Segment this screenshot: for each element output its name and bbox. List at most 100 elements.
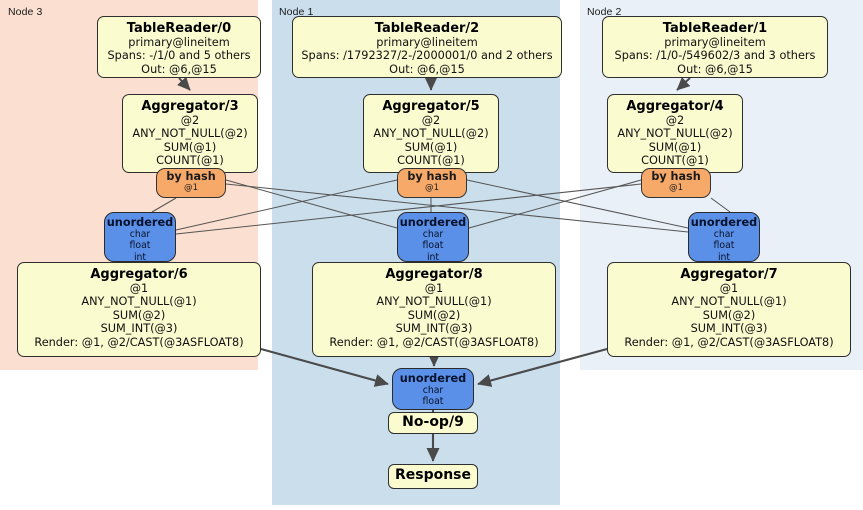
edge-aggregator7-unorderedfinal <box>477 347 608 387</box>
processor-line: Out: @6,@15 <box>141 62 217 76</box>
processor-line: @2 <box>180 114 200 127</box>
processor-line: SUM(@1) <box>404 140 458 154</box>
processor-line: @1 <box>424 282 444 295</box>
processor-line: Out: @6,@15 <box>389 62 465 76</box>
processor-aggregator-6[interactable]: Aggregator/6 @1 ANY_NOT_NULL(@1) SUM(@2)… <box>17 262 261 357</box>
node-panel-label-node1: Node 1 <box>279 6 314 18</box>
processor-line: primary@lineitem <box>664 36 766 49</box>
stream-type: int <box>133 251 147 263</box>
processor-render-line: Render: @1, @2/CAST(@3ASFLOAT8) <box>34 335 244 349</box>
hash-router-column: @1 <box>183 183 199 193</box>
processor-line: SUM(@1) <box>648 140 702 154</box>
processor-aggregator-3[interactable]: Aggregator/3 @2 ANY_NOT_NULL(@2) SUM(@1)… <box>122 94 258 173</box>
processor-line: primary@lineitem <box>128 36 230 49</box>
processor-aggregator-4[interactable]: Aggregator/4 @2 ANY_NOT_NULL(@2) SUM(@1)… <box>607 94 743 173</box>
hash-router-center[interactable]: by hash @1 <box>397 168 467 198</box>
stream-type: int <box>717 251 731 263</box>
processor-aggregator-8[interactable]: Aggregator/8 @1 ANY_NOT_NULL(@1) SUM(@2)… <box>312 262 556 357</box>
hash-router-column: @1 <box>668 183 684 193</box>
stream-type: char <box>422 385 444 396</box>
processor-line: ANY_NOT_NULL(@2) <box>373 127 489 141</box>
processor-line: SUM_INT(@3) <box>690 322 768 336</box>
node-panel-label-node2: Node 2 <box>587 6 622 18</box>
processor-line: Spans: /1792327/2-/2000001/0 and 2 other… <box>301 49 553 63</box>
processor-line: ANY_NOT_NULL(@1) <box>671 295 787 309</box>
processor-title: Aggregator/5 <box>382 99 480 114</box>
processor-title: TableReader/0 <box>126 21 232 36</box>
hash-router-title: by hash <box>651 170 701 183</box>
edge-hashright-unorderedleft <box>175 183 642 235</box>
processor-response[interactable]: Response <box>388 464 478 489</box>
stream-type: float <box>129 240 151 252</box>
processor-line: ANY_NOT_NULL(@1) <box>376 295 492 309</box>
processor-line: ANY_NOT_NULL(@2) <box>617 127 733 141</box>
processor-line: @1 <box>129 282 149 295</box>
processor-line: SUM(@1) <box>163 140 217 154</box>
processor-tablereader-1[interactable]: TableReader/1 primary@lineitem Spans: /1… <box>602 16 828 78</box>
processor-tablereader-0[interactable]: TableReader/0 primary@lineitem Spans: -/… <box>97 16 261 78</box>
edge-tablereader0-aggregator3 <box>177 76 191 91</box>
processor-title: Aggregator/6 <box>90 267 188 282</box>
processor-line: COUNT(@1) <box>156 154 224 168</box>
processor-title: Response <box>394 467 472 483</box>
processor-line: SUM_INT(@3) <box>395 322 473 336</box>
processor-aggregator-5[interactable]: Aggregator/5 @2 ANY_NOT_NULL(@2) SUM(@1)… <box>363 94 499 173</box>
hash-router-title: by hash <box>407 170 457 183</box>
processor-title: Aggregator/4 <box>626 99 724 114</box>
processor-line: Out: @6,@15 <box>677 62 753 76</box>
edge-tablereader1-aggregator4 <box>676 77 691 91</box>
processor-line: COUNT(@1) <box>641 154 709 168</box>
edge-hashleft-unorderedcenter <box>225 179 398 229</box>
processor-line: SUM(@2) <box>702 308 756 322</box>
edge-hashright-unorderedright <box>710 197 731 213</box>
processor-line: SUM(@2) <box>407 308 461 322</box>
stream-type: char <box>713 229 735 240</box>
stream-unordered-final[interactable]: unordered char float <box>392 368 474 410</box>
processor-line: primary@lineitem <box>376 36 478 49</box>
processor-aggregator-7[interactable]: Aggregator/7 @1 ANY_NOT_NULL(@1) SUM(@2)… <box>607 262 851 357</box>
edge-hashright-unorderedcenter <box>468 179 642 229</box>
stream-unordered-left[interactable]: unordered char float int <box>104 212 176 263</box>
stream-title: unordered <box>399 372 467 385</box>
node-panel-label-node3: Node 3 <box>8 6 43 18</box>
processor-title: Aggregator/8 <box>385 267 483 282</box>
stream-type: float <box>713 240 735 252</box>
stream-type: float <box>422 396 444 408</box>
processor-title: No-op/9 <box>402 414 464 430</box>
processor-line: COUNT(@1) <box>397 154 465 168</box>
processor-render-line: Render: @1, @2/CAST(@3ASFLOAT8) <box>624 335 834 349</box>
edge-aggregator6-unorderedfinal <box>260 347 389 387</box>
processor-line: ANY_NOT_NULL(@2) <box>132 127 248 141</box>
stream-type: char <box>422 229 444 240</box>
stream-type: int <box>426 251 440 263</box>
stream-unordered-center[interactable]: unordered char float int <box>397 212 469 263</box>
stream-title: unordered <box>690 216 758 229</box>
processor-line: Spans: -/1/0 and 5 others <box>107 49 251 63</box>
hash-router-right[interactable]: by hash @1 <box>641 168 711 198</box>
processor-title: Aggregator/3 <box>141 99 239 114</box>
processor-line: SUM(@2) <box>112 308 166 322</box>
processor-render-line: Render: @1, @2/CAST(@3ASFLOAT8) <box>329 335 539 349</box>
stream-type: char <box>129 229 151 240</box>
processor-line: @2 <box>421 114 441 127</box>
hash-router-title: by hash <box>166 170 216 183</box>
processor-line: ANY_NOT_NULL(@1) <box>81 295 197 309</box>
stream-title: unordered <box>106 216 174 229</box>
processor-line: @1 <box>719 282 739 295</box>
processor-title: TableReader/2 <box>374 21 480 36</box>
edge-hashleft-unorderedleft <box>151 197 177 213</box>
edge-hashleft-unorderedright <box>225 183 689 233</box>
processor-line: SUM_INT(@3) <box>100 322 178 336</box>
processor-line: @2 <box>665 114 685 127</box>
hash-router-column: @1 <box>424 183 440 193</box>
edge-hashcenter-unorderedright <box>466 179 689 229</box>
stream-unordered-right[interactable]: unordered char float int <box>688 212 760 263</box>
hash-router-left[interactable]: by hash @1 <box>156 168 226 198</box>
stream-title: unordered <box>399 216 467 229</box>
processor-noop-9[interactable]: No-op/9 <box>388 412 478 434</box>
processor-tablereader-2[interactable]: TableReader/2 primary@lineitem Spans: /1… <box>292 16 562 78</box>
processor-title: TableReader/1 <box>662 21 768 36</box>
processor-title: Aggregator/7 <box>680 267 778 282</box>
